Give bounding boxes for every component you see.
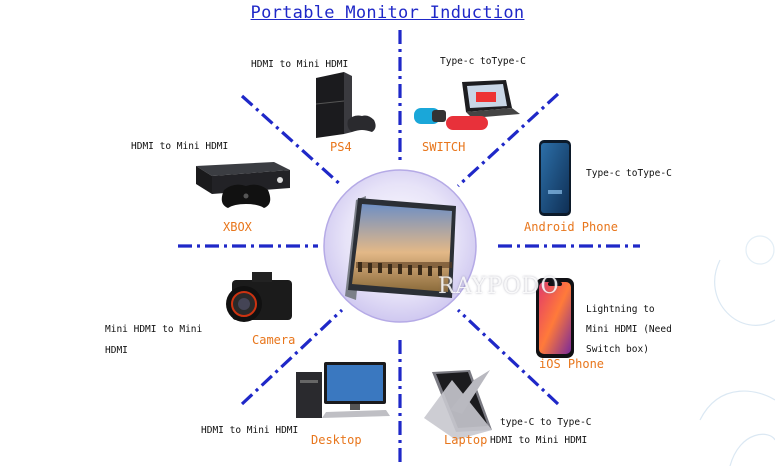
laptop-icon xyxy=(424,370,492,440)
camera-icon xyxy=(226,272,292,322)
xbox-console-icon xyxy=(196,162,290,208)
connection-xbox: HDMI to Mini HDMI xyxy=(131,141,229,152)
label-ios-phone: iOS Phone xyxy=(539,357,605,371)
connection-switch: Type-c toType-C xyxy=(440,56,526,67)
android-phone-icon xyxy=(539,140,571,216)
label-xbox: XBOX xyxy=(223,220,252,234)
connection-ios-line2: Mini HDMI (Need xyxy=(586,324,672,335)
connection-laptop-line1: type-C to Type-C xyxy=(500,417,592,428)
ps4-console-icon xyxy=(315,72,376,138)
background-swirls xyxy=(699,235,775,466)
label-ps4: PS4 xyxy=(330,140,352,154)
label-android-phone: Android Phone xyxy=(524,220,618,234)
connection-android: Type-c toType-C xyxy=(586,168,672,179)
connection-camera-line2: HDMI xyxy=(105,345,128,356)
nintendo-switch-icon xyxy=(414,80,520,130)
label-laptop: Laptop xyxy=(444,433,488,447)
portable-monitor-icon xyxy=(345,196,456,300)
connection-camera-line1: Mini HDMI to Mini xyxy=(105,324,203,335)
connection-ps4: HDMI to Mini HDMI xyxy=(251,59,349,70)
connection-ios-line1: Lightning to xyxy=(586,304,655,315)
connection-laptop-line2: HDMI to Mini HDMI xyxy=(490,435,588,446)
connection-desktop: HDMI to Mini HDMI xyxy=(201,425,299,436)
connector-spokes xyxy=(178,30,640,466)
label-desktop: Desktop xyxy=(311,433,362,447)
label-switch: SWITCH xyxy=(422,140,466,154)
label-camera: Camera xyxy=(252,333,296,347)
page-title: Portable Monitor Induction xyxy=(250,3,525,23)
desktop-computer-icon xyxy=(296,362,390,418)
iphone-icon xyxy=(536,278,574,358)
connection-ios-line3: Switch box) xyxy=(586,344,649,355)
watermark: RAYPODO xyxy=(438,274,560,299)
